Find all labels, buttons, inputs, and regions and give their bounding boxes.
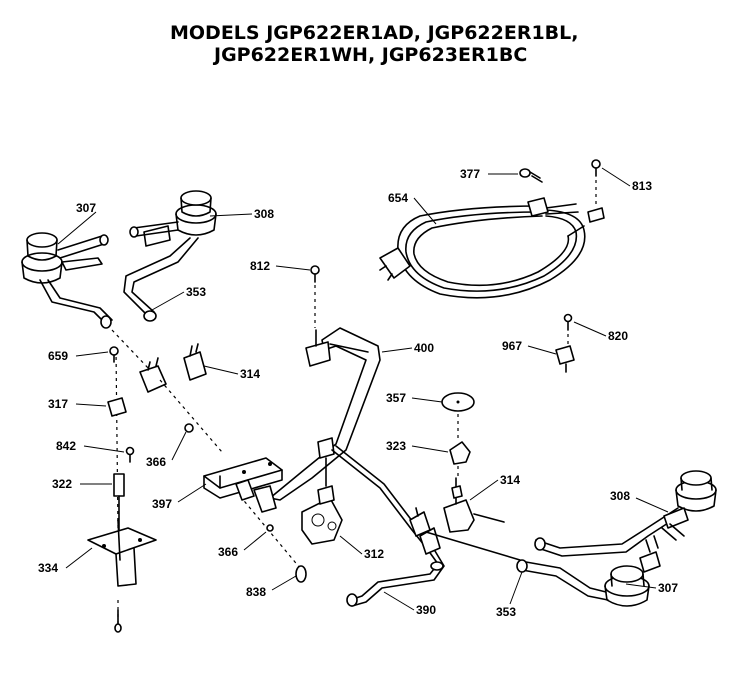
label-366-upper: 366 [146,455,166,469]
label-659: 659 [48,349,68,363]
label-813: 813 [632,179,652,193]
label-308-right: 308 [610,489,630,503]
manifold-400 [253,327,381,513]
screw-659 [109,346,119,363]
label-838: 838 [246,585,266,599]
label-312: 312 [364,547,384,561]
label-314-right: 314 [500,473,520,487]
power-cord-654 [379,197,586,299]
assembly-guide-lines-left [111,329,301,630]
burner-308-left [123,190,217,322]
label-307-right: 307 [658,581,678,595]
label-317: 317 [48,397,68,411]
burner-308-right [534,470,717,557]
clip-317 [107,397,127,417]
bracket-397 [203,457,283,501]
label-307-left: 307 [76,201,96,215]
clip-967 [555,345,575,373]
screw-812 [310,265,320,328]
label-322: 322 [52,477,72,491]
label-842: 842 [56,439,76,453]
label-812: 812 [250,259,270,273]
label-353-right: 353 [496,605,516,619]
nut-377 [519,168,543,183]
label-654: 654 [388,191,408,205]
disc-357-center [456,400,460,404]
label-397: 397 [152,497,172,511]
valve-right-314 [443,466,505,533]
washer-366-upper [184,423,194,433]
screw-820 [563,313,573,350]
screw-842 [125,446,135,463]
label-390: 390 [416,603,436,617]
label-334: 334 [38,561,58,575]
diagram-title-line-2: JGP622ER1WH, JGP623ER1BC [212,44,527,66]
diagram-title-line-1: MODELS JGP622ER1AD, JGP622ER1BL, [170,22,579,44]
leader-lines [57,167,669,611]
label-400: 400 [414,341,434,355]
washer-366-lower [266,524,274,532]
valve-312 [301,437,343,545]
burner-307-left [21,232,113,329]
label-366-lower: 366 [218,545,238,559]
label-820: 820 [608,329,628,343]
label-357: 357 [386,391,406,405]
label-314-left: 314 [240,367,260,381]
burner-307-right [516,535,661,607]
orifice-fitting [409,507,521,561]
knob-323 [449,414,471,465]
spacer-838 [295,565,307,583]
bracket-334 [87,519,157,633]
label-308-left: 308 [254,207,274,221]
label-377: 377 [460,167,480,181]
screw-813 [587,159,605,223]
label-967: 967 [502,339,522,353]
valve-left-314 [139,343,207,393]
label-353-left: 353 [186,285,206,299]
label-323: 323 [386,439,406,453]
